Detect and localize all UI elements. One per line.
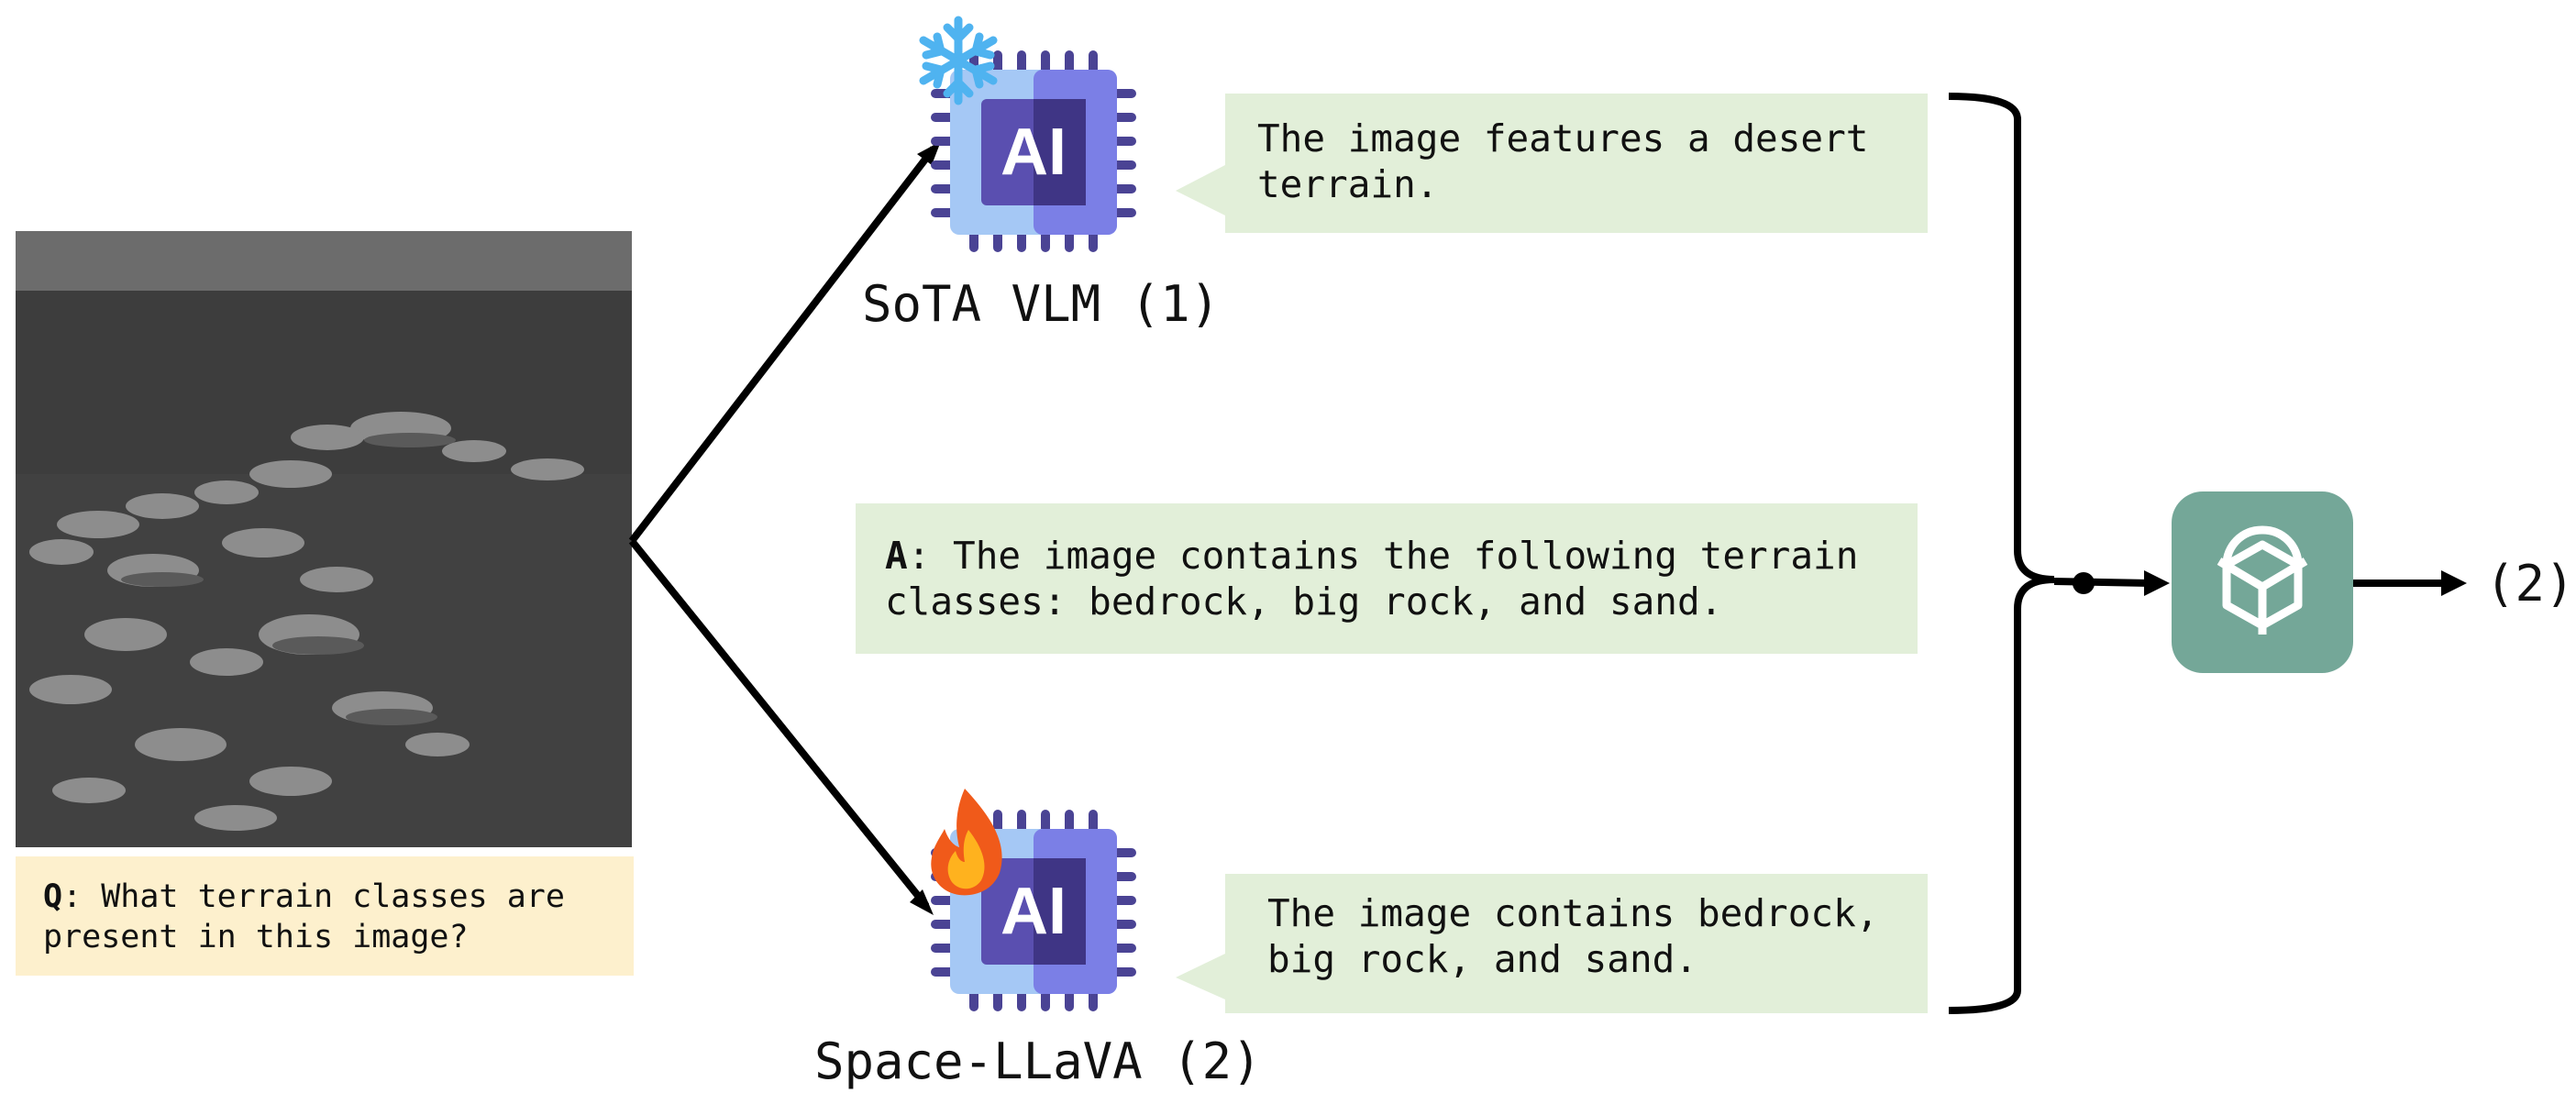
bottom-model-label: Space-LLaVA (2) <box>814 1032 1262 1090</box>
chip-text-bottom: AI <box>1001 875 1067 948</box>
merge-brace <box>1948 93 2055 1014</box>
output-label: (2) <box>2485 555 2575 613</box>
top-model-label: SoTA VLM (1) <box>862 275 1221 333</box>
top-model-response: The image features a desert terrain. <box>1225 94 1928 233</box>
bubble-tail-bottom <box>1176 954 1225 999</box>
arrow-to-top-model <box>628 146 937 544</box>
chip-text-top: AI <box>1001 116 1067 189</box>
answer-prefix: A <box>885 534 908 578</box>
question-box: Q: What terrain classes are present in t… <box>16 856 634 976</box>
question-prefix: Q <box>43 878 63 915</box>
bubble-tail-top <box>1176 165 1225 215</box>
openai-logo-icon <box>2217 525 2308 635</box>
terrain-photo-drawing <box>16 231 632 847</box>
answer-box: A: The image contains the following terr… <box>856 503 1918 654</box>
snowflake-icon <box>919 16 998 105</box>
arrow-to-bottom-model <box>628 538 930 909</box>
ai-chip-top <box>931 50 1136 252</box>
arrow-to-judge <box>2053 578 2151 587</box>
bottom-model-response: The image contains bedrock, big rock, an… <box>1225 874 1928 1013</box>
question-text: : What terrain classes are present in th… <box>43 878 565 955</box>
fire-icon <box>931 789 1002 896</box>
answer-text: : The image contains the following terra… <box>885 534 1859 624</box>
terrain-photo <box>16 231 632 847</box>
